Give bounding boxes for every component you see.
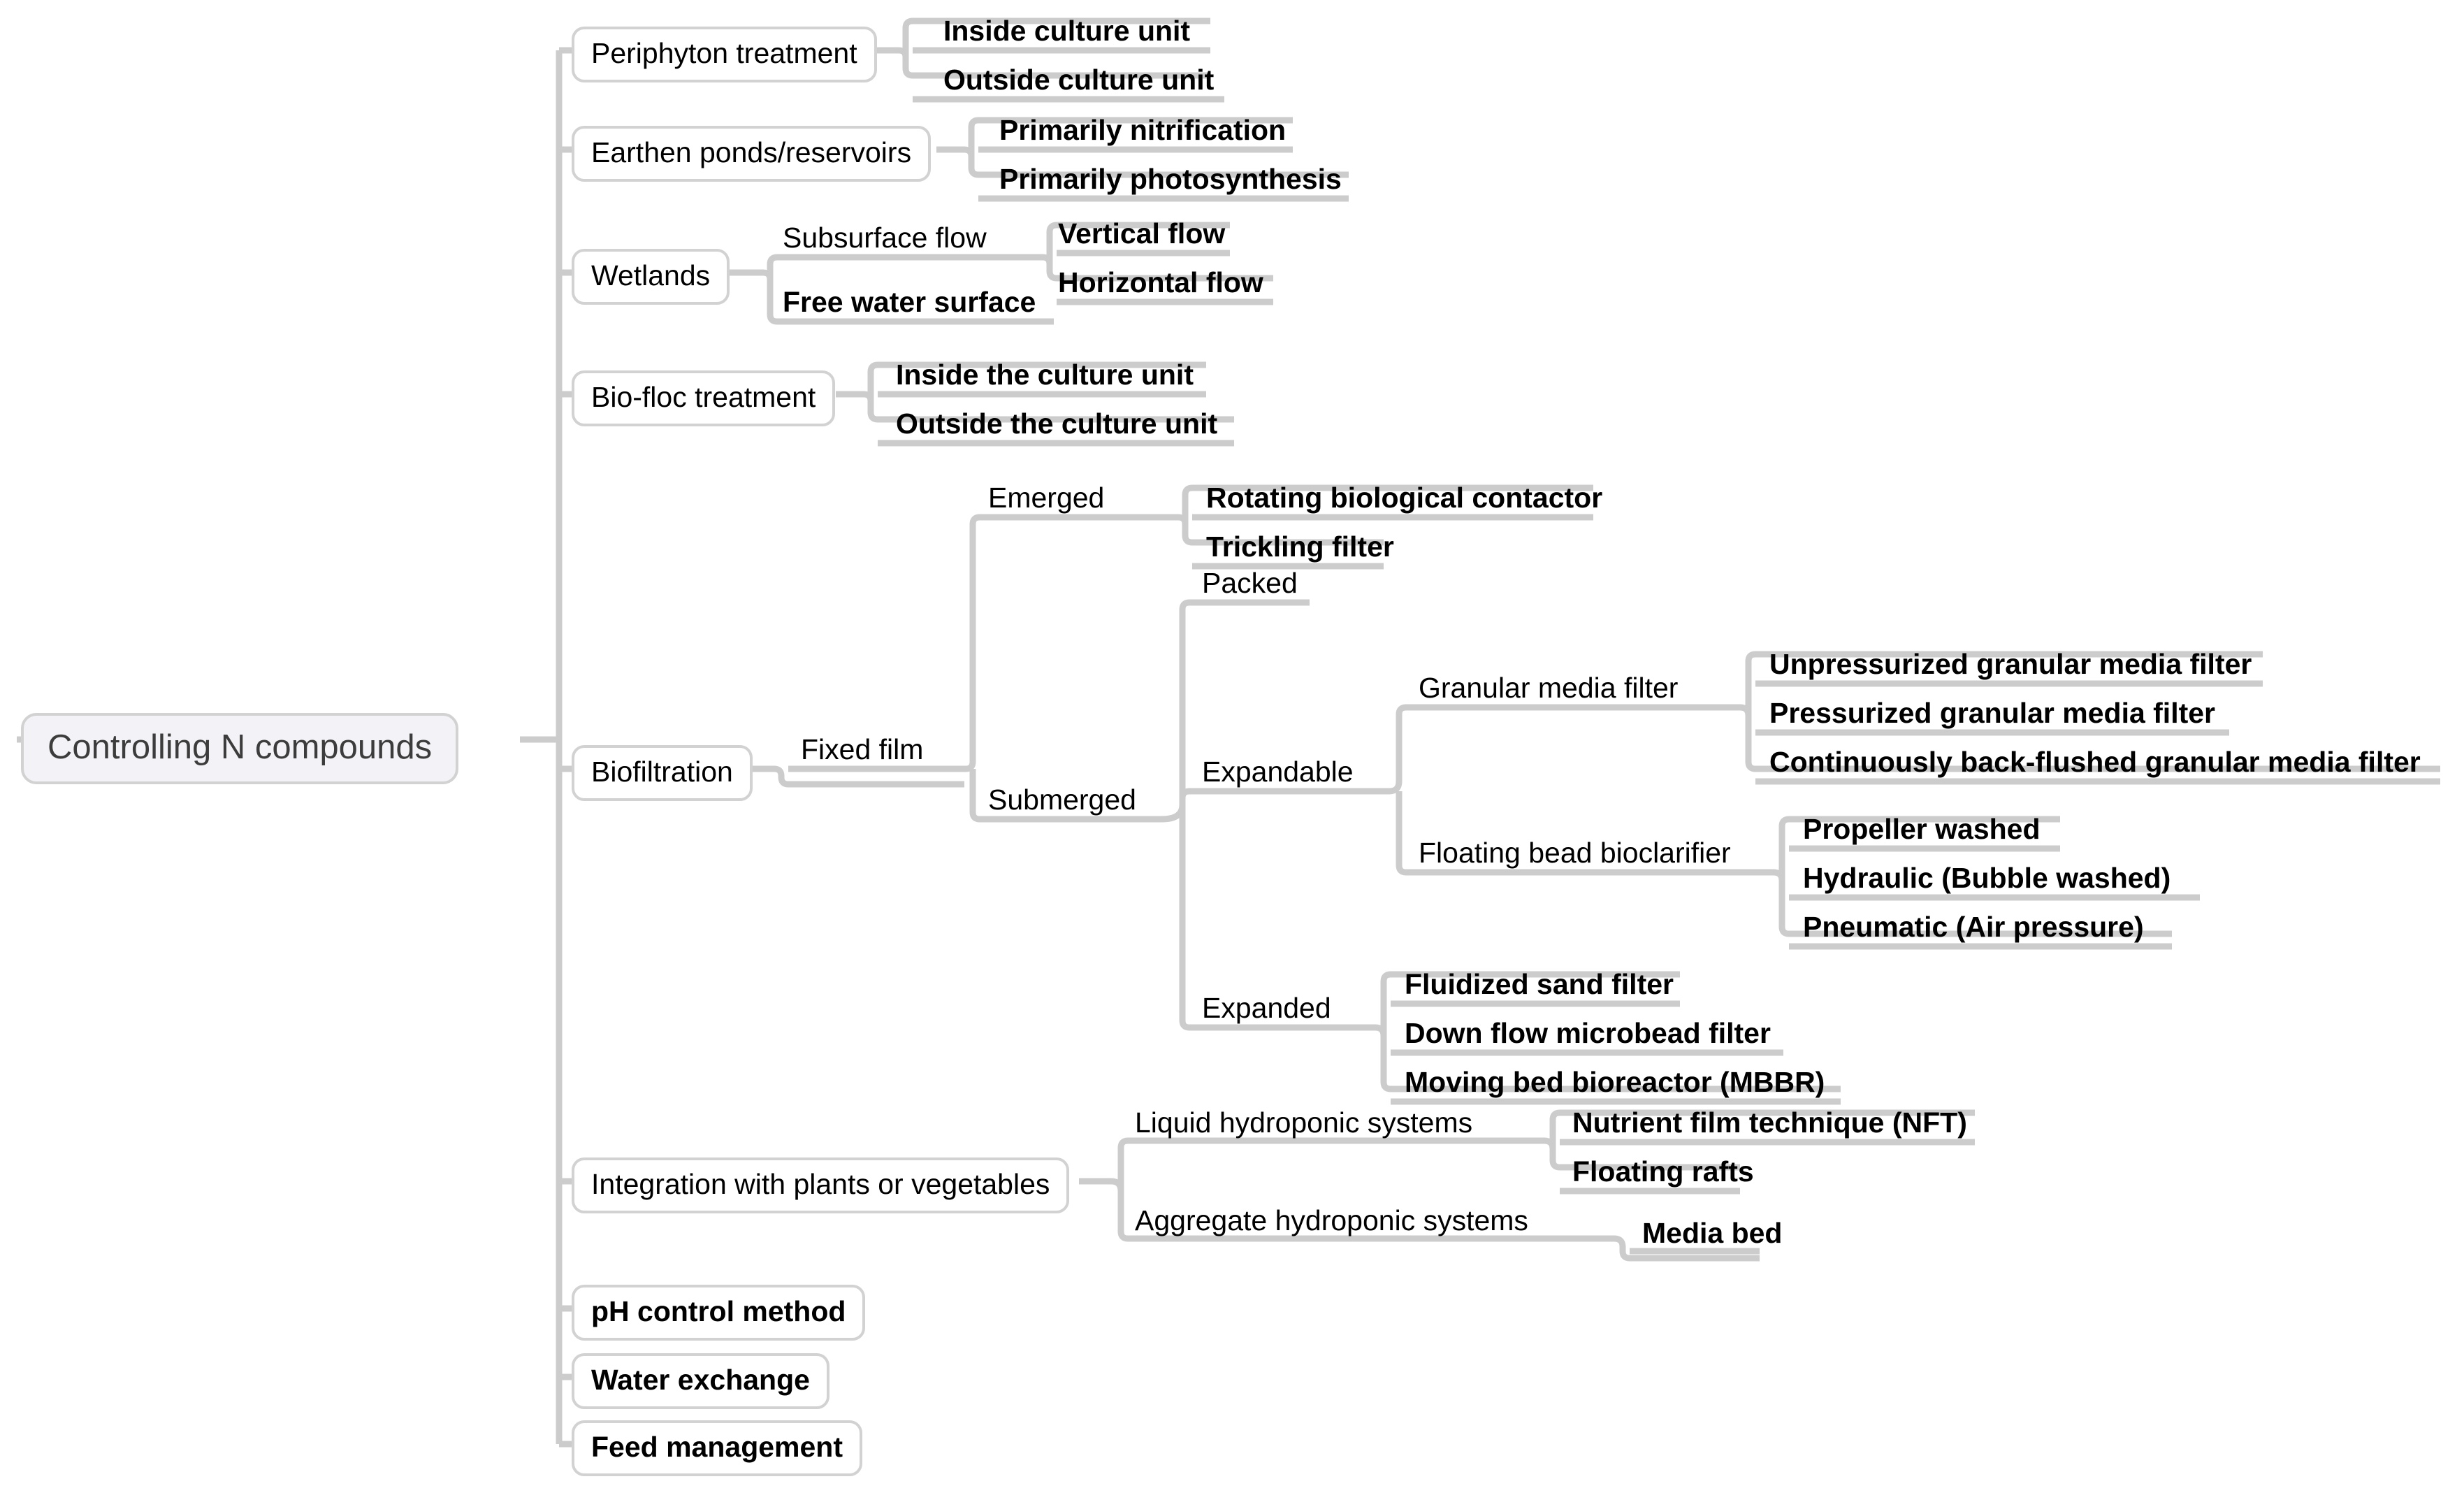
node-pneumatic-air-pressure[interactable]: Pneumatic (Air pressure): [1803, 911, 2144, 943]
node-inside-culture-unit[interactable]: Inside culture unit: [943, 15, 1191, 47]
node-down-flow-microbead-filter[interactable]: Down flow microbead filter: [1405, 1017, 1771, 1049]
node-granular-media-filter[interactable]: Granular media filter: [1419, 672, 1679, 704]
node-free-water-surface[interactable]: Free water surface: [783, 286, 1036, 318]
node-propeller-washed[interactable]: Propeller washed: [1803, 813, 2041, 845]
node-media-bed[interactable]: Media bed: [1642, 1217, 1783, 1249]
node-primarily-nitrification[interactable]: Primarily nitrification: [999, 114, 1287, 146]
node-bio-floc-treatment[interactable]: Bio-floc treatment: [572, 370, 836, 426]
node-horizontal-flow[interactable]: Horizontal flow: [1058, 266, 1263, 298]
node-expanded[interactable]: Expanded: [1202, 992, 1331, 1024]
node-feed-management[interactable]: Feed management: [572, 1420, 862, 1476]
root-node[interactable]: Controlling N compounds: [21, 713, 459, 784]
node-vertical-flow[interactable]: Vertical flow: [1058, 217, 1226, 250]
node-water-exchange[interactable]: Water exchange: [572, 1353, 829, 1409]
node-unpressurized-granular-media-filter[interactable]: Unpressurized granular media filter: [1769, 648, 2252, 680]
node-fluidized-sand-filter[interactable]: Fluidized sand filter: [1405, 968, 1674, 1000]
node-emerged[interactable]: Emerged: [988, 482, 1105, 514]
node-continuously-back-flushed-granular-media-filter[interactable]: Continuously back-flushed granular media…: [1769, 746, 2421, 778]
node-floating-rafts[interactable]: Floating rafts: [1572, 1155, 1754, 1188]
node-earthen-ponds-reservoirs[interactable]: Earthen ponds/reservoirs: [572, 126, 932, 182]
node-biofiltration[interactable]: Biofiltration: [572, 745, 753, 801]
node-subsurface-flow[interactable]: Subsurface flow: [783, 222, 987, 254]
node-primarily-photosynthesis[interactable]: Primarily photosynthesis: [999, 163, 1342, 195]
node-rotating-biological-contactor[interactable]: Rotating biological contactor: [1206, 482, 1603, 514]
node-outside-culture-unit[interactable]: Outside culture unit: [943, 64, 1215, 96]
node-expandable[interactable]: Expandable: [1202, 756, 1354, 788]
node-ph-control-method[interactable]: pH control method: [572, 1285, 866, 1341]
node-packed[interactable]: Packed: [1202, 567, 1298, 599]
node-integration-with-plants[interactable]: Integration with plants or vegetables: [572, 1157, 1070, 1213]
node-trickling-filter[interactable]: Trickling filter: [1206, 531, 1394, 563]
node-periphyton-treatment[interactable]: Periphyton treatment: [572, 27, 877, 82]
node-pressurized-granular-media-filter[interactable]: Pressurized granular media filter: [1769, 697, 2216, 729]
node-hydraulic-bubble-washed[interactable]: Hydraulic (Bubble washed): [1803, 862, 2171, 894]
node-wetlands[interactable]: Wetlands: [572, 249, 730, 305]
node-fixed-film[interactable]: Fixed film: [801, 733, 924, 765]
node-floating-bead-bioclarifier[interactable]: Floating bead bioclarifier: [1419, 837, 1731, 869]
node-liquid-hydroponic-systems[interactable]: Liquid hydroponic systems: [1135, 1106, 1473, 1139]
node-inside-the-culture-unit[interactable]: Inside the culture unit: [896, 359, 1194, 391]
node-moving-bed-bioreactor[interactable]: Moving bed bioreactor (MBBR): [1405, 1066, 1825, 1098]
node-nutrient-film-technique[interactable]: Nutrient film technique (NFT): [1572, 1106, 1967, 1139]
node-outside-the-culture-unit[interactable]: Outside the culture unit: [896, 407, 1218, 440]
node-submerged[interactable]: Submerged: [988, 784, 1136, 816]
node-aggregate-hydroponic-systems[interactable]: Aggregate hydroponic systems: [1135, 1204, 1528, 1236]
